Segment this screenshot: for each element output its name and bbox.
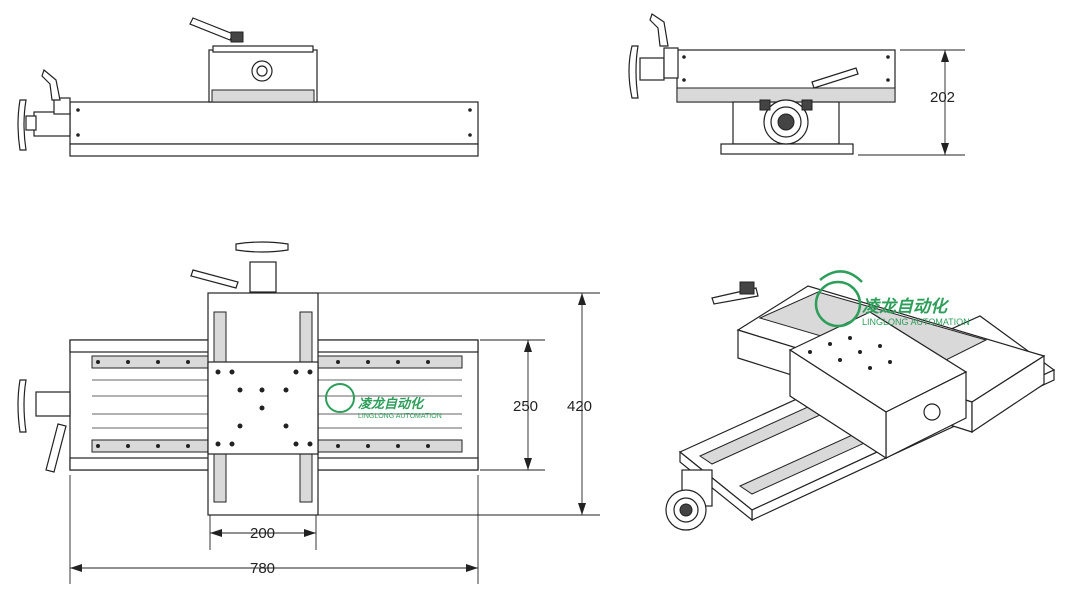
watermark-logo-small: 凌龙自动化 LINGLONG AUTOMATION	[325, 383, 442, 420]
watermark-brand-cn-large: 凌龙自动化	[862, 297, 950, 317]
dim-420-label: 420	[567, 398, 592, 415]
side-view: 202	[628, 13, 965, 156]
front-view	[17, 17, 479, 157]
dim-250-label: 250	[513, 398, 538, 415]
dim-height-label: 202	[930, 89, 955, 106]
watermark-brand-en: LINGLONG AUTOMATION	[358, 413, 442, 420]
watermark-brand-en-large: LINGLONG AUTOMATION	[862, 317, 970, 327]
watermark-logo-large: 凌龙自动化 LINGLONG AUTOMATION	[814, 270, 970, 328]
dim-200-label: 200	[250, 525, 275, 542]
isometric-view: 凌龙自动化 LINGLONG AUTOMATION	[665, 270, 1056, 531]
watermark-brand-cn: 凌龙自动化	[358, 396, 425, 412]
dim-780-label: 780	[250, 560, 275, 577]
top-view: 凌龙自动化 LINGLONG AUTOMATION 250 420 200 78…	[17, 241, 600, 584]
